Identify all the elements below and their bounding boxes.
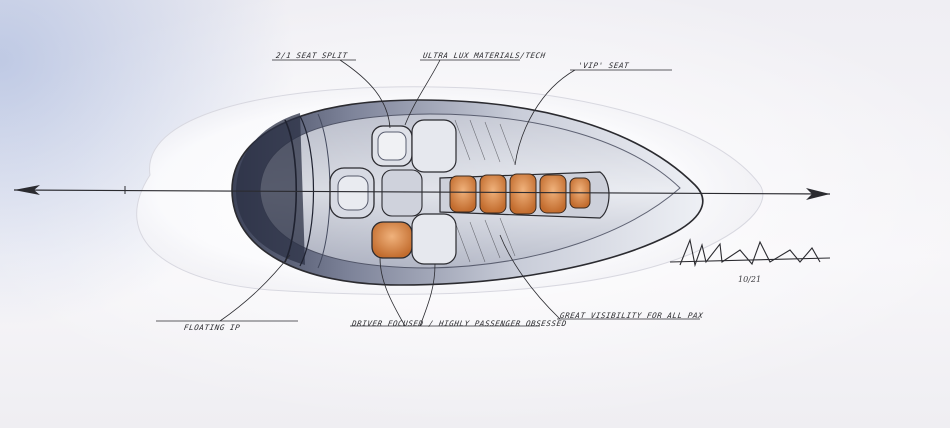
callout-great-visibility: GREAT VISIBILITY FOR ALL PAX <box>559 311 704 320</box>
callout-floating-ip: FLOATING IP <box>183 323 241 332</box>
signature-date: 10/21 <box>738 275 762 284</box>
callout-vip-seat: 'VIP' SEAT <box>577 61 630 70</box>
callout-seat-split: 2/1 SEAT SPLIT <box>275 51 349 60</box>
nose-shading <box>236 113 305 265</box>
centerline <box>13 189 831 195</box>
signature-scribble <box>669 238 831 268</box>
callout-ultra-lux: ULTRA LUX MATERIALS/TECH <box>422 51 547 60</box>
callout-driver-focused: DRIVER FOCUSED / HIGHLY PASSENGER OBSESS… <box>351 319 568 328</box>
